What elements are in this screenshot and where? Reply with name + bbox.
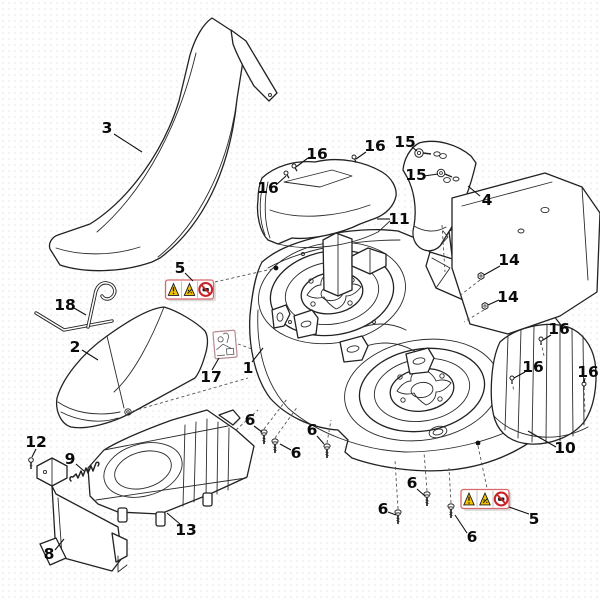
callout-part-6: 6 [291,444,302,462]
callout-part-8: 8 [44,545,55,563]
callout-part-14: 14 [497,288,519,306]
part-14-nut [481,302,489,310]
callout-part-6: 6 [307,421,318,439]
discharge-chute-pictogram [216,332,235,357]
part-4-deflector-flap [402,140,477,252]
label-position-dot [273,265,279,271]
assembly-guide-lines [132,224,586,510]
callout-part-6: 6 [378,500,389,518]
part-9-tension-spring [69,461,100,482]
callout-part-6: 6 [245,411,256,429]
callout-part-15: 15 [405,166,427,184]
callout-part-10: 10 [554,439,576,457]
callout-part-5: 5 [529,510,540,528]
part-18-holder-rod [34,281,117,332]
callout-part-13: 13 [175,521,197,539]
callout-part-15: 15 [394,133,416,151]
part-2-grass-catcher [55,306,209,429]
part-6-screw [423,491,431,507]
callout-part-14: 14 [498,251,520,269]
part-6-screw [323,443,331,459]
part-6-screw [271,438,279,454]
callout-part-6: 6 [407,474,418,492]
part-13-lower-cover [87,409,255,527]
part-14-nut [477,272,485,280]
callout-part-4: 4 [482,191,493,209]
callout-part-2: 2 [70,338,81,356]
callout-part-1: 1 [243,359,254,377]
callout-part-16: 16 [257,179,279,197]
callout-part-12: 12 [25,433,47,451]
label-position-dot [475,440,481,446]
callout-part-6: 6 [467,528,478,546]
part-6-screw [394,509,402,525]
callout-part-16: 16 [306,145,328,163]
warning-label-top [164,278,217,303]
part-6-screw [447,503,455,519]
part-3-discharge-chute [48,17,278,272]
callout-leader-lines [31,133,586,551]
callout-part-16: 16 [364,137,386,155]
part-11-belt-cover [256,159,397,248]
callout-part-11: 11 [388,210,410,228]
part-15-screw [436,168,460,182]
callout-part-3: 3 [102,119,113,137]
callout-part-18: 18 [54,296,76,314]
callout-part-5: 5 [175,259,186,277]
part-12-screw [28,457,34,469]
callout-part-16: 16 [522,358,544,376]
callout-part-16: 16 [577,363,599,381]
part-17-info-label [212,329,238,360]
callout-part-9: 9 [65,450,76,468]
warning-label-bottom [459,488,513,512]
callout-part-17: 17 [200,368,222,386]
part-15-screw [414,148,441,158]
part-8-bracket [36,457,128,573]
part-10-discharge-cover [451,172,600,445]
callout-part-16: 16 [548,320,570,338]
